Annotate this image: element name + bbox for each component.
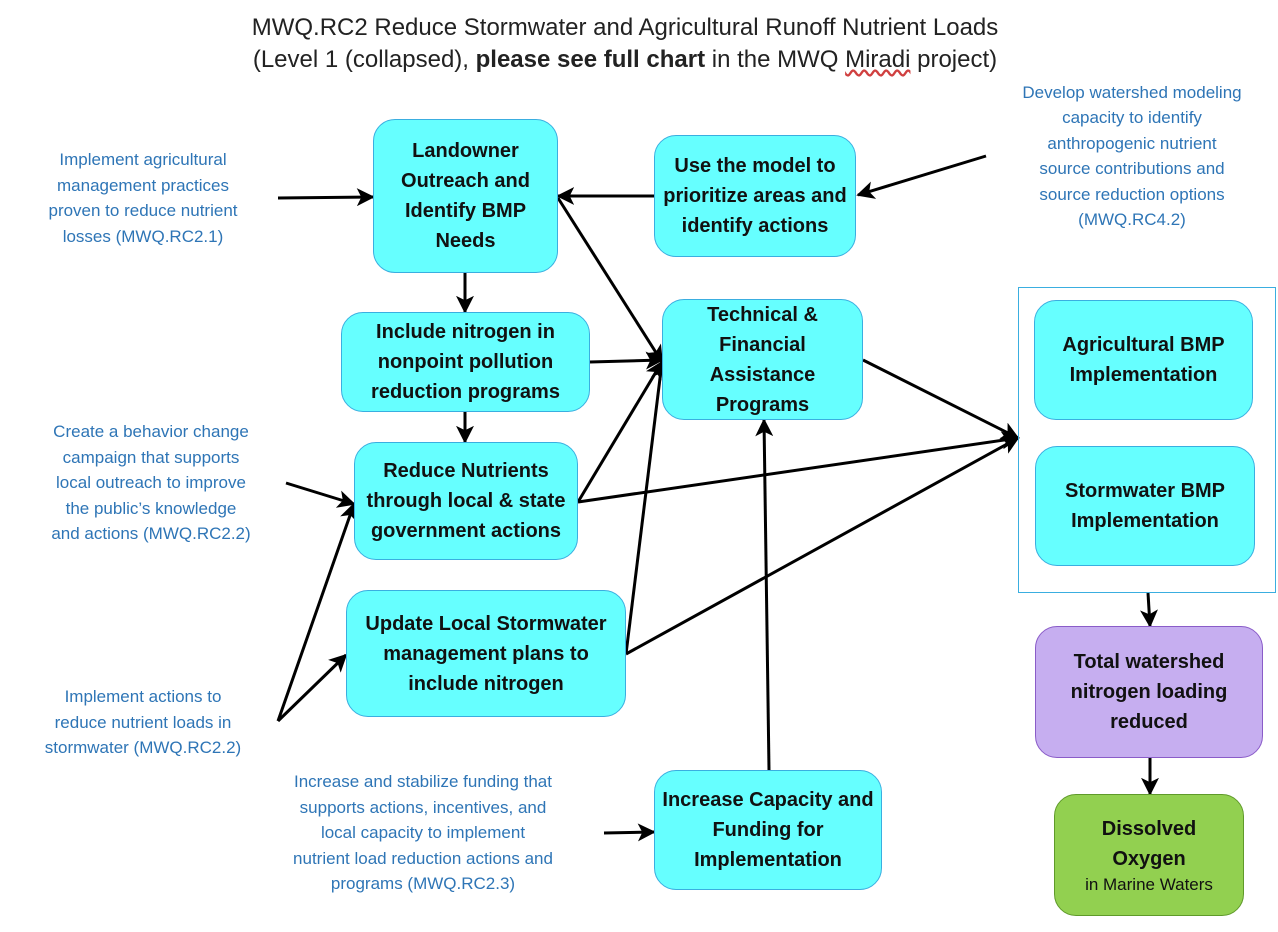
link-watershed-modeling-to-use-model: [856, 154, 987, 199]
result-technical-financial-text: Technical & Financial Assistance Program…: [707, 303, 818, 416]
result-reduce-nutrients-text: Reduce Nutrients through local & state g…: [366, 460, 566, 542]
strategy-ag-practices-text: Implement agricultural management practi…: [48, 150, 238, 246]
strategy-watershed-modeling-text: Develop watershed modeling capacity to i…: [1022, 82, 1242, 230]
goal-title: Dissolved Oxygen: [1101, 818, 1197, 870]
result-landowner-outreach[interactable]: Landowner Outreach and Identify BMP Need…: [373, 119, 558, 273]
goal-dissolved-oxygen[interactable]: Dissolved Oxygen in Marine Waters: [1054, 794, 1244, 916]
link-ag-practices-to-landowner: [277, 188, 375, 207]
link-technical-to-bmp-group: [862, 358, 1020, 440]
title-line-2-mid: in the MWQ: [705, 46, 846, 73]
result-agricultural-bmp[interactable]: Agricultural BMP Implementation: [1034, 300, 1253, 420]
link-include-nitrogen-to-technical: [589, 351, 664, 370]
result-stormwater-bmp[interactable]: Stormwater BMP Implementation: [1035, 446, 1255, 566]
result-stormwater-bmp-text: Stormwater BMP Implementation: [1064, 480, 1226, 532]
title-miradi-word: Miradi: [845, 46, 911, 73]
result-update-local-plans-text: Update Local Stormwater management plans…: [365, 612, 607, 695]
link-stormwater-actions-to-reduce-nutrients: [276, 502, 358, 722]
link-behavior-campaign-to-reduce-nutrients: [285, 481, 356, 508]
result-increase-capacity-text: Increase Capacity and Funding for Implem…: [662, 789, 874, 871]
result-include-nitrogen-text: Include nitrogen in nonpoint pollution r…: [371, 321, 560, 403]
link-funding-to-capacity: [603, 823, 656, 842]
link-landowner-to-technical: [556, 197, 664, 364]
result-update-local-plans[interactable]: Update Local Stormwater management plans…: [346, 590, 626, 717]
strategy-stormwater-actions-text: Implement actions to reduce nutrient loa…: [44, 687, 242, 758]
strategy-behavior-campaign[interactable]: Create a behavior change campaign that s…: [15, 357, 287, 609]
strategy-watershed-modeling[interactable]: Develop watershed modeling capacity to i…: [986, 38, 1278, 274]
title-line-2-prefix: (Level 1 (collapsed),: [252, 46, 476, 73]
strategy-stormwater-actions[interactable]: Implement actions to reduce nutrient loa…: [8, 650, 278, 795]
result-use-model[interactable]: Use the model to prioritize areas and id…: [654, 135, 856, 257]
result-use-model-text: Use the model to prioritize areas and id…: [663, 155, 847, 237]
link-update-local-to-technical: [624, 360, 669, 655]
strategy-funding-text: Increase and stabilize funding that supp…: [293, 772, 553, 894]
link-reduce-nutrients-to-technical: [576, 360, 664, 503]
target-nitrogen-loading[interactable]: Total watershed nitrogen loading reduced: [1035, 626, 1263, 758]
result-agricultural-bmp-text: Agricultural BMP Implementation: [1062, 334, 1225, 386]
result-technical-financial[interactable]: Technical & Financial Assistance Program…: [662, 299, 863, 420]
strategy-funding[interactable]: Increase and stabilize funding that supp…: [241, 738, 605, 928]
title-line-2-suffix: project): [910, 46, 998, 73]
goal-subtitle: in Marine Waters: [1085, 875, 1213, 894]
link-reduce-nutrients-to-bmp-group: [577, 431, 1020, 504]
diagram-title: MWQ.RC2 Reduce Stormwater and Agricultur…: [0, 12, 1250, 76]
title-line-2-bold: please see full chart: [475, 46, 706, 73]
result-landowner-outreach-text: Landowner Outreach and Identify BMP Need…: [401, 140, 530, 252]
title-line-1: MWQ.RC2 Reduce Stormwater and Agricultur…: [251, 14, 999, 41]
strategy-ag-practices[interactable]: Implement agricultural management practi…: [8, 101, 278, 295]
bmp-implementation-group: [1018, 287, 1276, 593]
title-line-2: (Level 1 (collapsed), please see full ch…: [0, 44, 1250, 76]
target-nitrogen-loading-text: Total watershed nitrogen loading reduced: [1070, 651, 1228, 733]
goal-dissolved-oxygen-content: Dissolved Oxygen in Marine Waters: [1061, 814, 1237, 896]
link-bmp-group-to-target: [1140, 592, 1159, 628]
result-increase-capacity[interactable]: Increase Capacity and Funding for Implem…: [654, 770, 882, 890]
strategy-behavior-campaign-text: Create a behavior change campaign that s…: [51, 422, 251, 544]
result-include-nitrogen[interactable]: Include nitrogen in nonpoint pollution r…: [341, 312, 590, 412]
link-update-local-to-bmp-group: [625, 436, 1020, 656]
result-reduce-nutrients[interactable]: Reduce Nutrients through local & state g…: [354, 442, 578, 560]
link-stormwater-actions-to-update-local: [276, 653, 348, 723]
link-capacity-to-technical: [755, 418, 774, 771]
